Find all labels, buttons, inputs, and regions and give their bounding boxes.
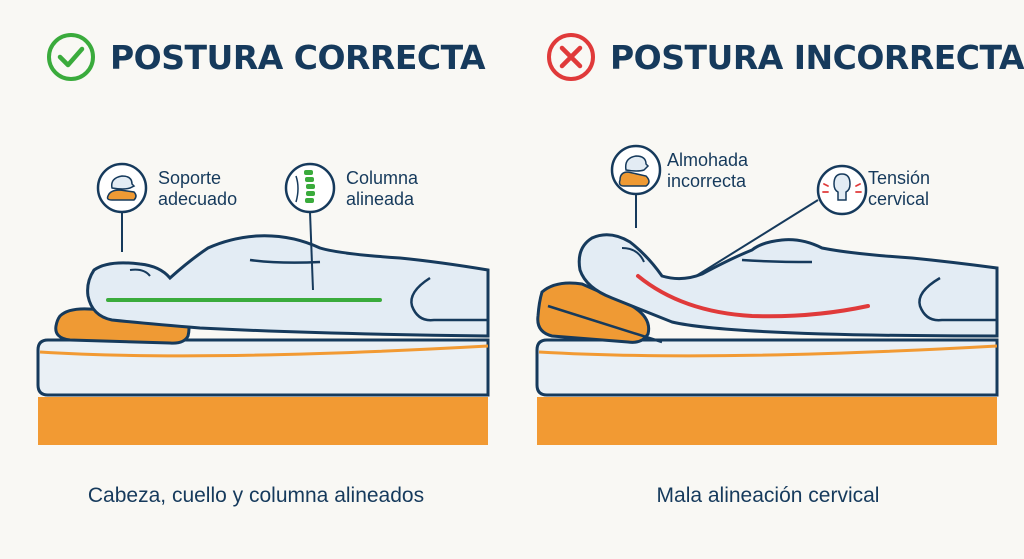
pillow-support-icon xyxy=(96,162,148,214)
hand-line xyxy=(918,276,997,322)
cross-icon xyxy=(547,33,595,81)
sleeper-body xyxy=(86,234,490,338)
mattress-top xyxy=(36,338,490,397)
pillow-raised-icon xyxy=(610,144,662,196)
arm-line xyxy=(741,258,813,264)
callout-label-neck: Tensión cervical xyxy=(868,168,931,209)
incorrect-caption: Mala alineación cervical xyxy=(656,484,880,507)
incorrect-header: POSTURA INCORRECTA xyxy=(546,32,1024,82)
callout-leader-neck xyxy=(695,199,819,277)
spine-icon xyxy=(284,162,336,214)
mattress-top xyxy=(535,338,999,397)
neck-tension-icon xyxy=(816,164,868,216)
callout-label-pillow: Almohada incorrecta xyxy=(667,150,749,191)
mattress-base xyxy=(38,397,488,445)
correct-caption: Cabeza, cuello y columna alineados xyxy=(87,484,425,507)
correct-header: POSTURA CORRECTA xyxy=(46,32,486,82)
incorrect-posture-panel: POSTURA INCORRECTA xyxy=(512,0,1024,559)
callout-leader-spine xyxy=(309,211,314,291)
mattress-base xyxy=(537,397,997,445)
incorrect-posture-illustration xyxy=(535,144,999,445)
correct-posture-illustration xyxy=(36,162,490,445)
misaligned-spine-line xyxy=(636,274,870,319)
sleeper-body xyxy=(577,233,999,338)
mattress-line xyxy=(538,344,998,358)
hand-line xyxy=(410,276,488,322)
callout-label-support: Soporte adecuado xyxy=(158,168,238,209)
correct-posture-panel: POSTURA CORRECTA xyxy=(36,32,490,507)
incorrect-title: POSTURA INCORRECTA xyxy=(610,37,1024,77)
pillow-fold-line xyxy=(547,304,663,344)
callout-label-spine: Columna alineada xyxy=(346,168,419,209)
correct-title: POSTURA CORRECTA xyxy=(110,37,486,77)
raised-pillow xyxy=(536,281,651,344)
face-line xyxy=(129,268,151,277)
check-icon xyxy=(47,33,95,81)
face-line xyxy=(621,247,645,263)
mattress-line xyxy=(39,344,489,358)
